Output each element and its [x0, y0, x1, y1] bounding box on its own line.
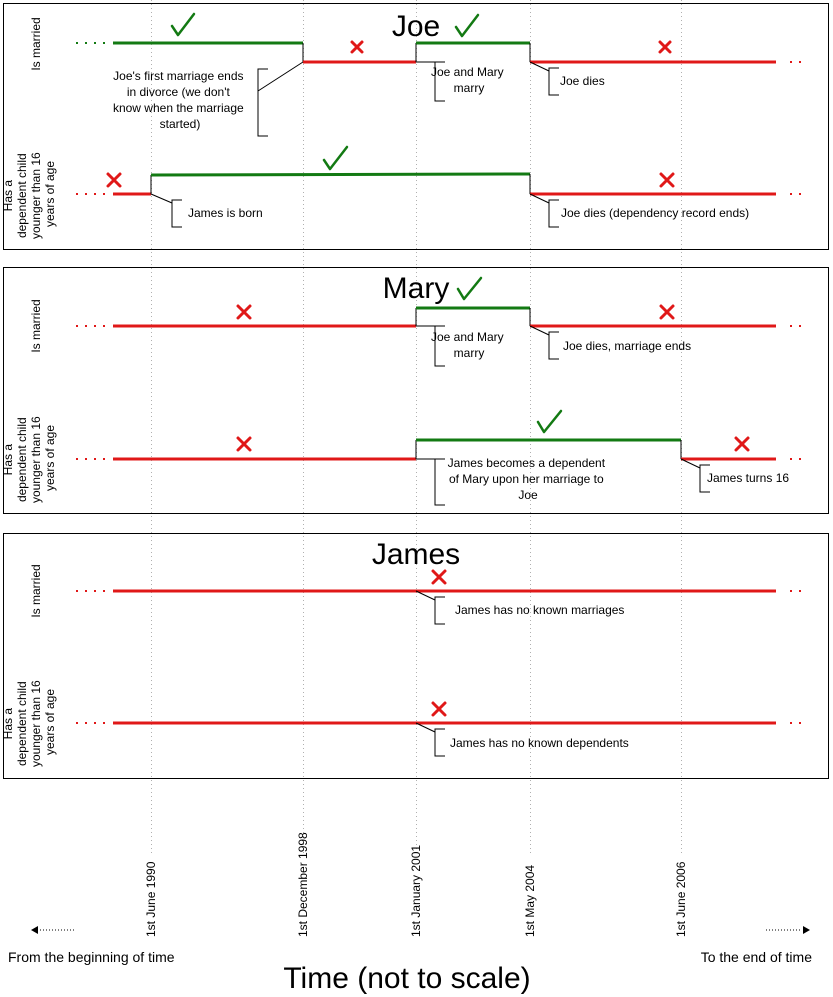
check-icon: [322, 145, 349, 171]
axis-title: Time (not to scale): [283, 962, 530, 995]
annotation-james-no-dependents: James has no known dependents: [415, 722, 629, 757]
axis-end-label: To the end of time: [701, 949, 813, 965]
check-icon: [536, 409, 563, 434]
svg-text:James has no known marriages: James has no known marriages: [455, 603, 624, 617]
panel-title-joe: Joe: [392, 10, 440, 43]
panel-title-james: James: [372, 538, 460, 571]
panel-title-mary: Mary: [383, 272, 450, 305]
svg-text:James has no known dependents: James has no known dependents: [450, 736, 629, 750]
annotation-joe-divorce: Joe's first marriage ends in divorce (we…: [113, 61, 304, 137]
mary-married-timeline: [76, 306, 808, 328]
annotation-james-born: James is born: [150, 193, 263, 228]
row-label-joe-married: Is married: [29, 17, 43, 70]
annotation-joe-dies-dependency: Joe dies (dependency record ends): [529, 193, 749, 228]
cross-icon: [236, 436, 252, 452]
date-label-2004: 1st May 2004: [523, 865, 537, 937]
annotation-mary-marriage-ends: Joe dies, marriage ends: [529, 325, 691, 360]
check-icon: [454, 13, 480, 38]
cross-icon: [431, 569, 447, 585]
annotation-mary-dependent: James becomes a dependent of Mary upon h…: [416, 456, 609, 506]
svg-text:Joe's first marriage ends: Joe's first marriage ends in divorce (we…: [113, 69, 247, 131]
cross-icon: [658, 40, 672, 54]
svg-text:Joe dies (dependency record en: Joe dies (dependency record ends): [561, 206, 749, 220]
annotation-joe-dies: Joe dies: [529, 61, 605, 96]
svg-text:Joe and Mary marry: Joe and Mary marry: [431, 330, 507, 360]
annotation-joe-marry: Joe and Mary marry: [416, 61, 507, 102]
date-label-2006: 1st June 2006: [674, 861, 688, 937]
svg-text:James becomes a dependent: James becomes a dependent of Mary upon h…: [448, 456, 609, 502]
svg-text:Joe dies: Joe dies: [560, 74, 605, 88]
right-arrow-icon: [766, 926, 810, 934]
cross-icon: [431, 701, 447, 717]
check-icon: [170, 12, 196, 37]
date-label-1998: 1st December 1998: [296, 832, 310, 937]
cross-icon: [236, 304, 252, 320]
annotation-james-no-marriages: James has no known marriages: [415, 590, 624, 625]
date-label-2001: 1st January 2001: [409, 845, 423, 937]
row-label-joe-dependent: Has a dependent child younger than 16 ye…: [1, 149, 57, 239]
cross-icon: [659, 304, 675, 320]
check-icon: [456, 276, 483, 301]
cross-icon: [734, 436, 750, 452]
axis-start-label: From the beginning of time: [8, 949, 175, 965]
svg-text:James is born: James is born: [188, 206, 263, 220]
date-label-1990: 1st June 1990: [144, 861, 158, 937]
annotation-james-turns-16: James turns 16: [680, 458, 789, 493]
joe-dependent-timeline: [76, 172, 808, 196]
svg-text:Joe dies, marriage ends: Joe dies, marriage ends: [563, 339, 691, 353]
row-label-mary-dependent: Has a dependent child younger than 16 ye…: [1, 413, 57, 503]
svg-text:Joe and Mary marry: Joe and Mary marry: [431, 65, 507, 95]
row-label-james-married: Is married: [29, 564, 43, 617]
left-arrow-icon: [31, 926, 76, 934]
cross-icon: [659, 172, 675, 188]
mary-dependent-timeline: [76, 438, 808, 461]
date-gridlines: [151, 0, 682, 855]
row-label-james-dependent: Has a dependent child younger than 16 ye…: [1, 677, 57, 767]
cross-icon: [106, 172, 122, 188]
svg-text:James turns 16: James turns 16: [707, 471, 789, 485]
status-segment-true: [150, 172, 531, 177]
joe-married-timeline: [76, 41, 808, 64]
cross-icon: [350, 40, 364, 54]
annotation-mary-marry: Joe and Mary marry: [416, 325, 507, 367]
row-label-mary-married: Is married: [29, 299, 43, 352]
